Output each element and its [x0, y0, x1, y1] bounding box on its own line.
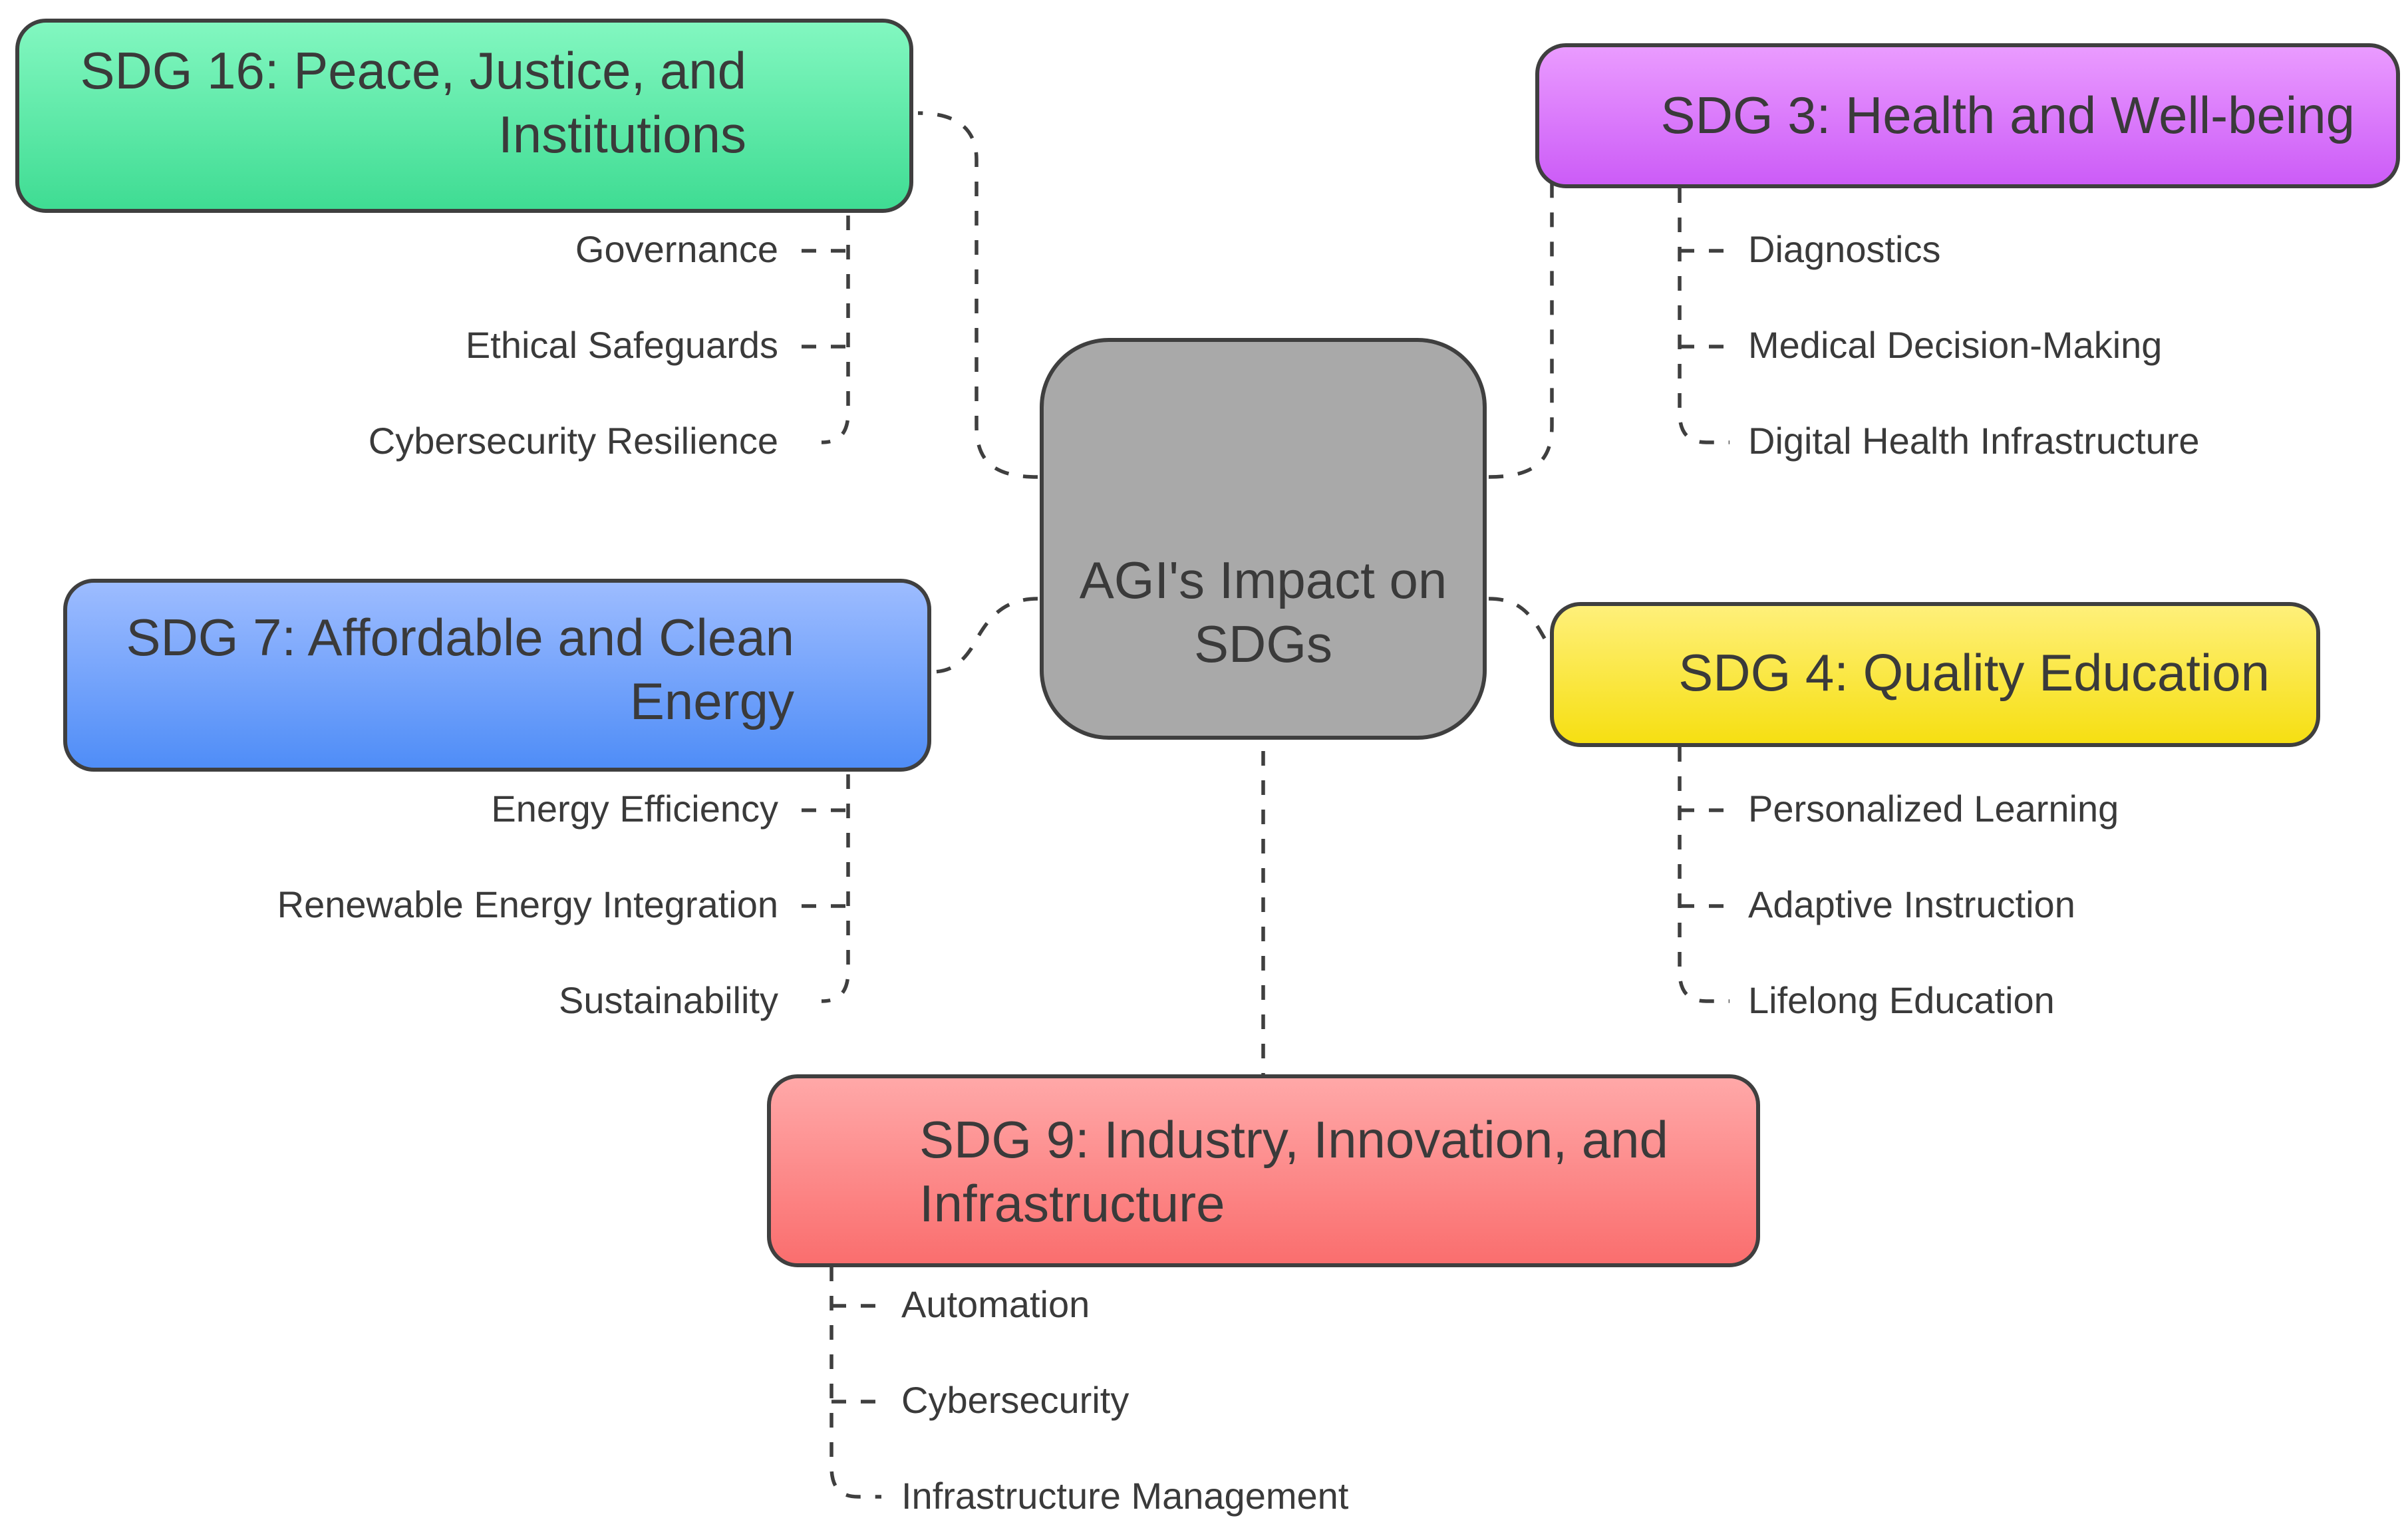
sdg9-node-label: SDG 9: Industry, Innovation, and Infrast… — [919, 1110, 1668, 1233]
sdg4-item-adaptive-instruction: Adaptive Instruction — [1748, 883, 2075, 925]
connector-sdg9-spine — [829, 1237, 881, 1499]
sdg16-node-label: SDG 16: Peace, Justice, and Institutions — [80, 41, 746, 164]
sdg3-item-diagnostics: Diagnostics — [1748, 228, 1941, 270]
sdg16-item-cybersecurity-resilience: Cybersecurity Resilience — [368, 420, 778, 462]
center-node: AGI's Impact on SDGs — [1040, 338, 1487, 740]
sdg9-node: SDG 9: Industry, Innovation, and Infrast… — [767, 1074, 1760, 1267]
sdg16-node: SDG 16: Peace, Justice, and Institutions — [15, 19, 913, 213]
sdg4-item-lifelong-education: Lifelong Education — [1748, 979, 2055, 1021]
sdg4-node: SDG 4: Quality Education — [1550, 602, 2320, 747]
sdg7-item-sustainability: Sustainability — [559, 979, 778, 1021]
connector-center-sdg3 — [1488, 112, 1610, 479]
sdg3-node: SDG 3: Health and Well-being — [1535, 43, 2400, 188]
sdg3-item-digital-health-infrastructure: Digital Health Infrastructure — [1748, 420, 2200, 462]
connector-sdg7-spine — [821, 745, 850, 1003]
sdg4-item-personalized-learning: Personalized Learning — [1748, 788, 2119, 830]
center-node-label: AGI's Impact on SDGs — [1079, 551, 1447, 673]
sdg16-item-ethical-safeguards: Ethical Safeguards — [465, 324, 778, 366]
connector-sdg3-spine — [1678, 188, 1730, 444]
connector-center-sdg16 — [917, 111, 1038, 479]
sdg7-item-renewable-energy-integration: Renewable Energy Integration — [277, 883, 778, 925]
sdg4-node-label: SDG 4: Quality Education — [1678, 643, 2270, 702]
sdg7-node: SDG 7: Affordable and Clean Energy — [63, 579, 931, 772]
sdg3-node-label: SDG 3: Health and Well-being — [1660, 86, 2355, 144]
connector-sdg4-spine — [1678, 747, 1730, 1003]
sdg9-item-automation: Automation — [901, 1283, 1090, 1325]
sdg9-item-cybersecurity: Cybersecurity — [901, 1379, 1129, 1421]
sdg9-item-infrastructure-management: Infrastructure Management — [901, 1475, 1349, 1517]
connector-center-sdg7 — [931, 597, 1038, 674]
sdg16-item-governance: Governance — [575, 228, 778, 270]
sdg7-node-label: SDG 7: Affordable and Clean Energy — [126, 608, 794, 730]
sdg3-item-medical-decision-making: Medical Decision-Making — [1748, 324, 2163, 366]
sdg7-item-energy-efficiency: Energy Efficiency — [491, 788, 778, 830]
connector-sdg16-spine — [821, 186, 850, 444]
